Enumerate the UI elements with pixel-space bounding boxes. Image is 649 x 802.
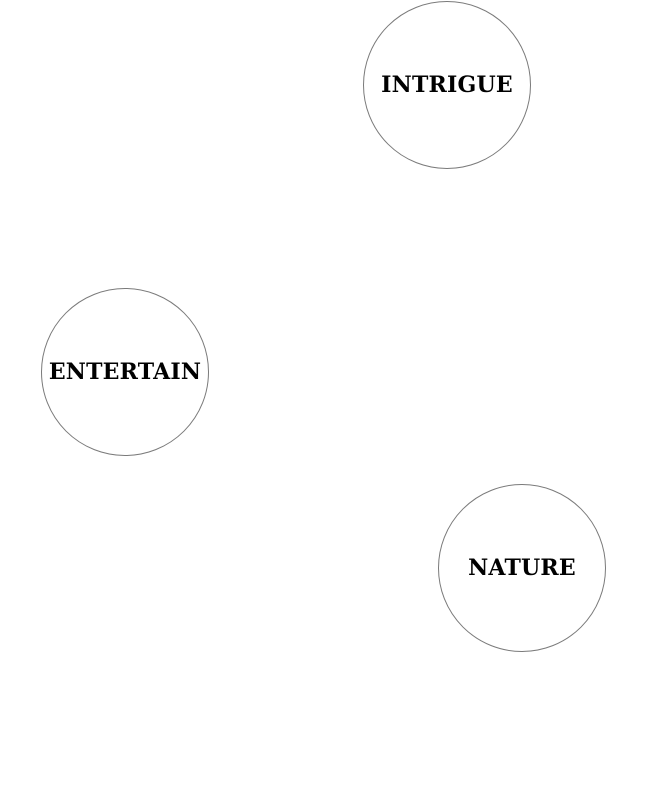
entertain-label: ENTERTAIN <box>48 359 202 385</box>
intrigue-label: INTRIGUE <box>381 72 513 98</box>
intrigue-circle: INTRIGUE <box>363 1 531 169</box>
entertain-circle: ENTERTAIN <box>41 288 209 456</box>
nature-label: NATURE <box>468 555 576 581</box>
nature-circle: NATURE <box>438 484 606 652</box>
